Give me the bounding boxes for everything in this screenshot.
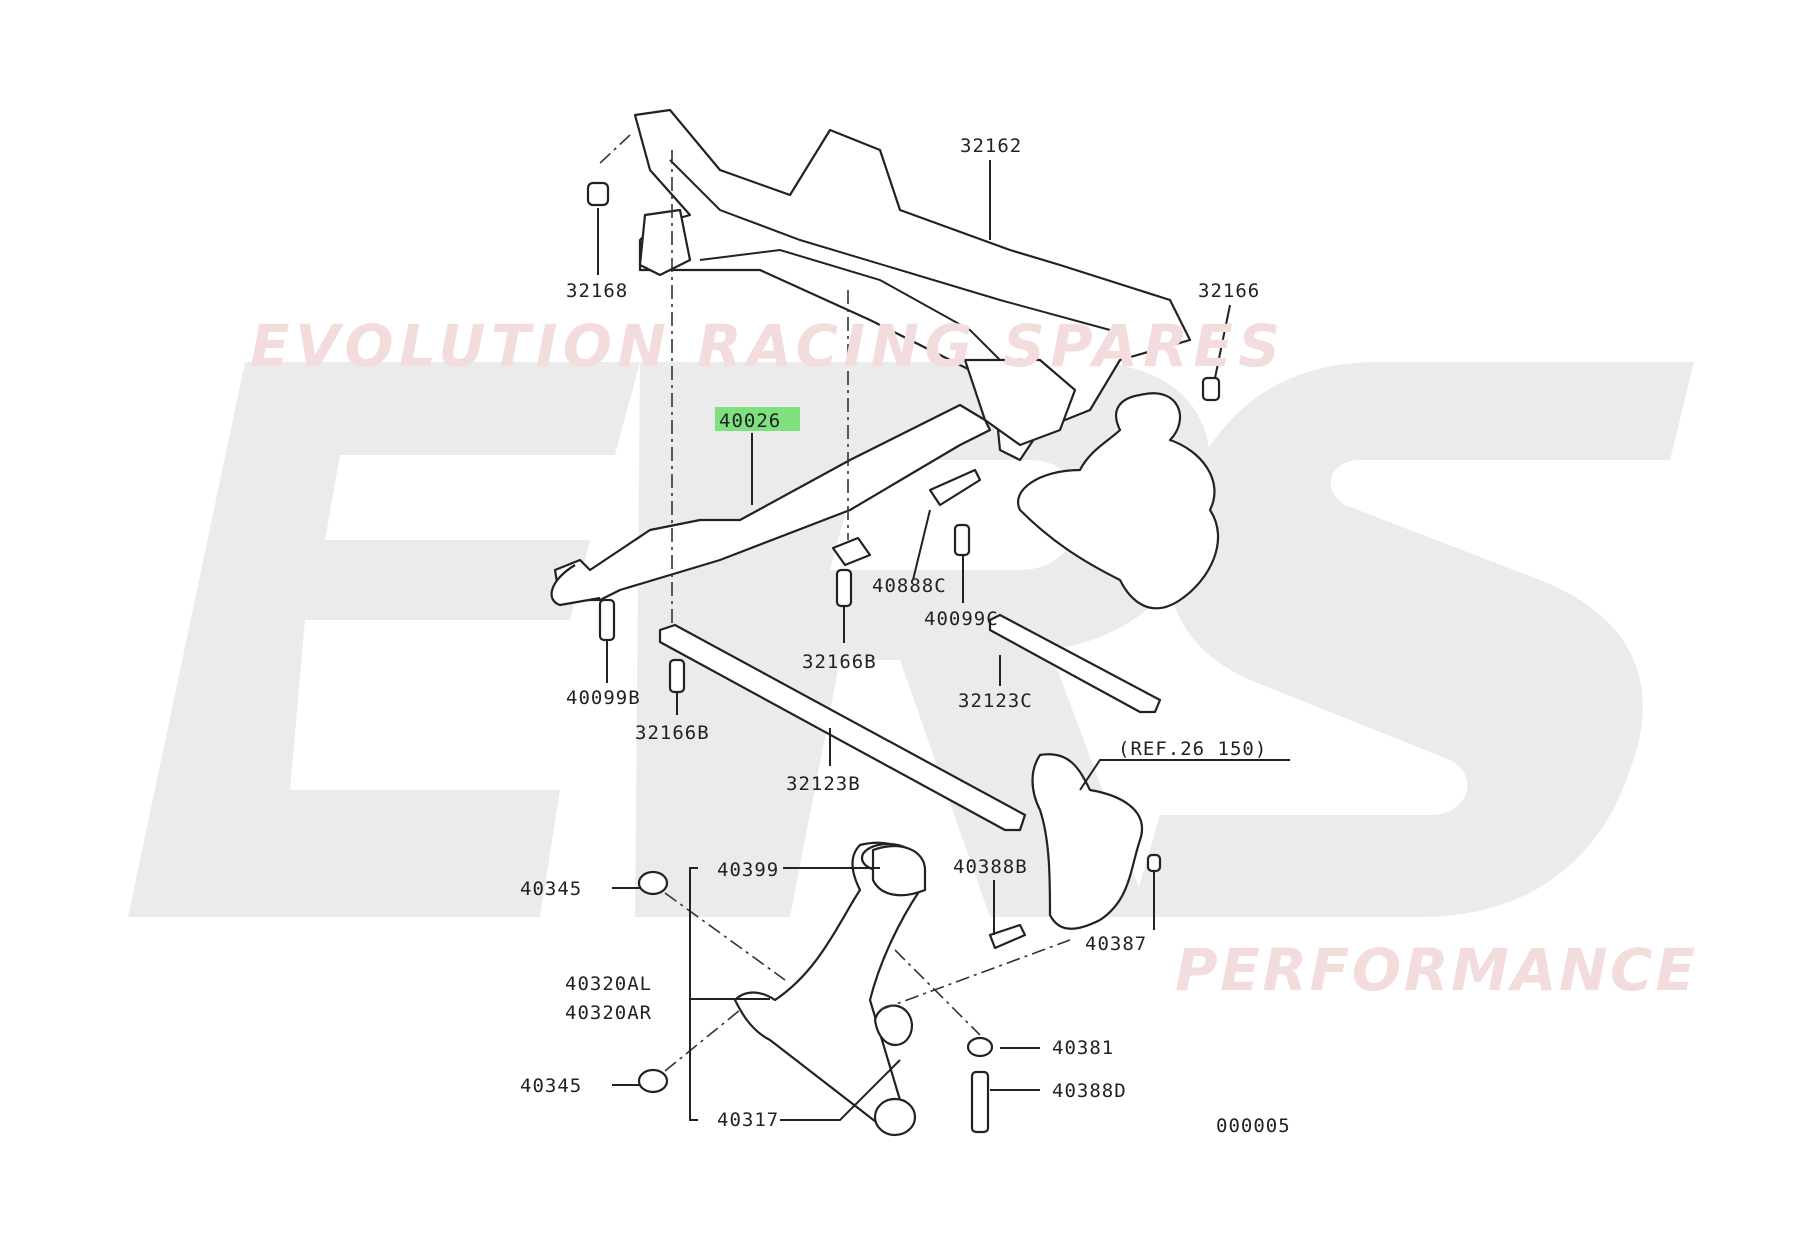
label-40345-upper[interactable]: 40345 (520, 878, 582, 900)
diagram-id: 000005 (1216, 1115, 1291, 1137)
label-ref[interactable]: (REF.26 150) (1118, 738, 1267, 760)
steering-knuckle-lower (1031, 753, 1143, 930)
label-40388d[interactable]: 40388D (1052, 1080, 1127, 1102)
label-40026[interactable]: 40026 (719, 410, 781, 432)
bar-32123b (658, 623, 1027, 832)
label-32166b-left[interactable]: 32166B (635, 722, 710, 744)
label-40320al[interactable]: 40320AL (565, 973, 652, 995)
lower-control-arm-part (733, 841, 927, 1137)
label-40381[interactable]: 40381 (1052, 1037, 1114, 1059)
label-40099c[interactable]: 40099C (924, 608, 999, 630)
main-member-part (550, 403, 992, 607)
label-40317[interactable]: 40317 (717, 1109, 779, 1131)
label-40387[interactable]: 40387 (1085, 933, 1147, 955)
label-40888c[interactable]: 40888C (872, 575, 947, 597)
label-40099b[interactable]: 40099B (566, 687, 641, 709)
leader-lines (597, 160, 1290, 1121)
label-40399[interactable]: 40399 (717, 859, 779, 881)
label-32166[interactable]: 32166 (1198, 280, 1260, 302)
label-32162[interactable]: 32162 (960, 135, 1022, 157)
bar-32123c (988, 613, 1162, 714)
label-40320ar[interactable]: 40320AR (565, 1002, 652, 1024)
crossmember-part (633, 108, 1192, 462)
watermark-bottom-text: PERFORMANCE (1175, 936, 1695, 1004)
label-40345-lower[interactable]: 40345 (520, 1075, 582, 1097)
label-40388b[interactable]: 40388B (953, 856, 1028, 878)
part-highlight (715, 407, 800, 431)
label-32123c[interactable]: 32123C (958, 690, 1033, 712)
label-32123b[interactable]: 32123B (786, 773, 861, 795)
steering-knuckle-upper (1017, 392, 1220, 610)
label-32168[interactable]: 32168 (566, 280, 628, 302)
watermark-top-text: EVOLUTION RACING SPARES (250, 312, 1280, 380)
label-32166b-center[interactable]: 32166B (802, 651, 877, 673)
